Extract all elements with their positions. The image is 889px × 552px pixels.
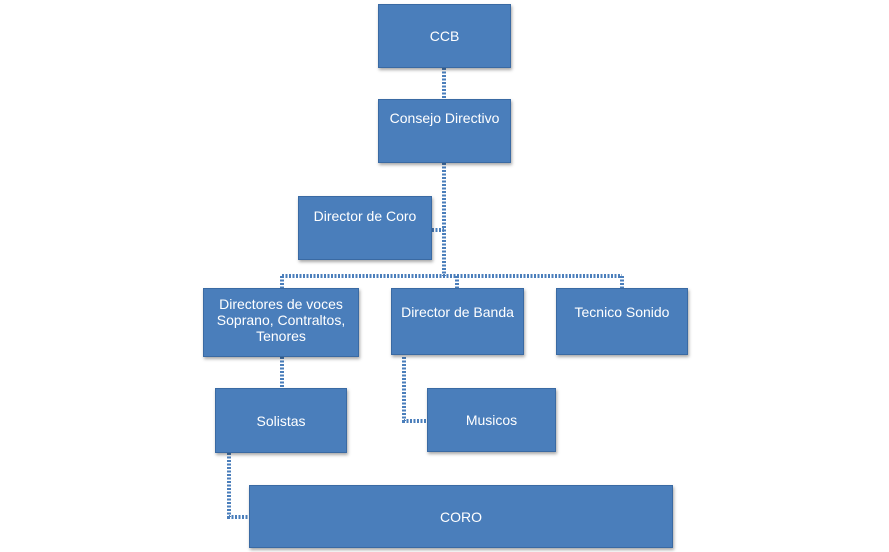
node-tecnico-sonido: Tecnico Sonido [556, 288, 688, 355]
node-musicos-label: Musicos [465, 412, 518, 428]
node-coro: CORO [249, 485, 673, 548]
node-consejo-directivo: Consejo Directivo [378, 99, 511, 163]
node-solistas: Solistas [215, 388, 347, 453]
node-consejo-directivo-label: Consejo Directivo [389, 110, 500, 126]
node-musicos: Musicos [427, 388, 556, 452]
node-coro-label: CORO [440, 508, 482, 525]
node-director-de-banda-label: Director de Banda [401, 304, 514, 320]
node-director-de-coro: Director de Coro [298, 196, 432, 260]
node-director-de-banda: Director de Banda [391, 288, 524, 355]
node-solistas-label: Solistas [256, 412, 306, 429]
node-ccb-label: CCB [429, 28, 460, 44]
node-directores-de-voces: Directores de voces Soprano, Contraltos,… [203, 288, 359, 357]
node-ccb: CCB [378, 4, 511, 68]
node-director-de-coro-label: Director de Coro [313, 208, 417, 224]
connector-banda-musicos [402, 357, 427, 423]
connector-solistas-coro [227, 453, 249, 519]
node-directores-de-voces-label: Directores de voces Soprano, Contraltos,… [216, 296, 346, 344]
node-tecnico-sonido-label: Tecnico Sonido [574, 304, 670, 320]
